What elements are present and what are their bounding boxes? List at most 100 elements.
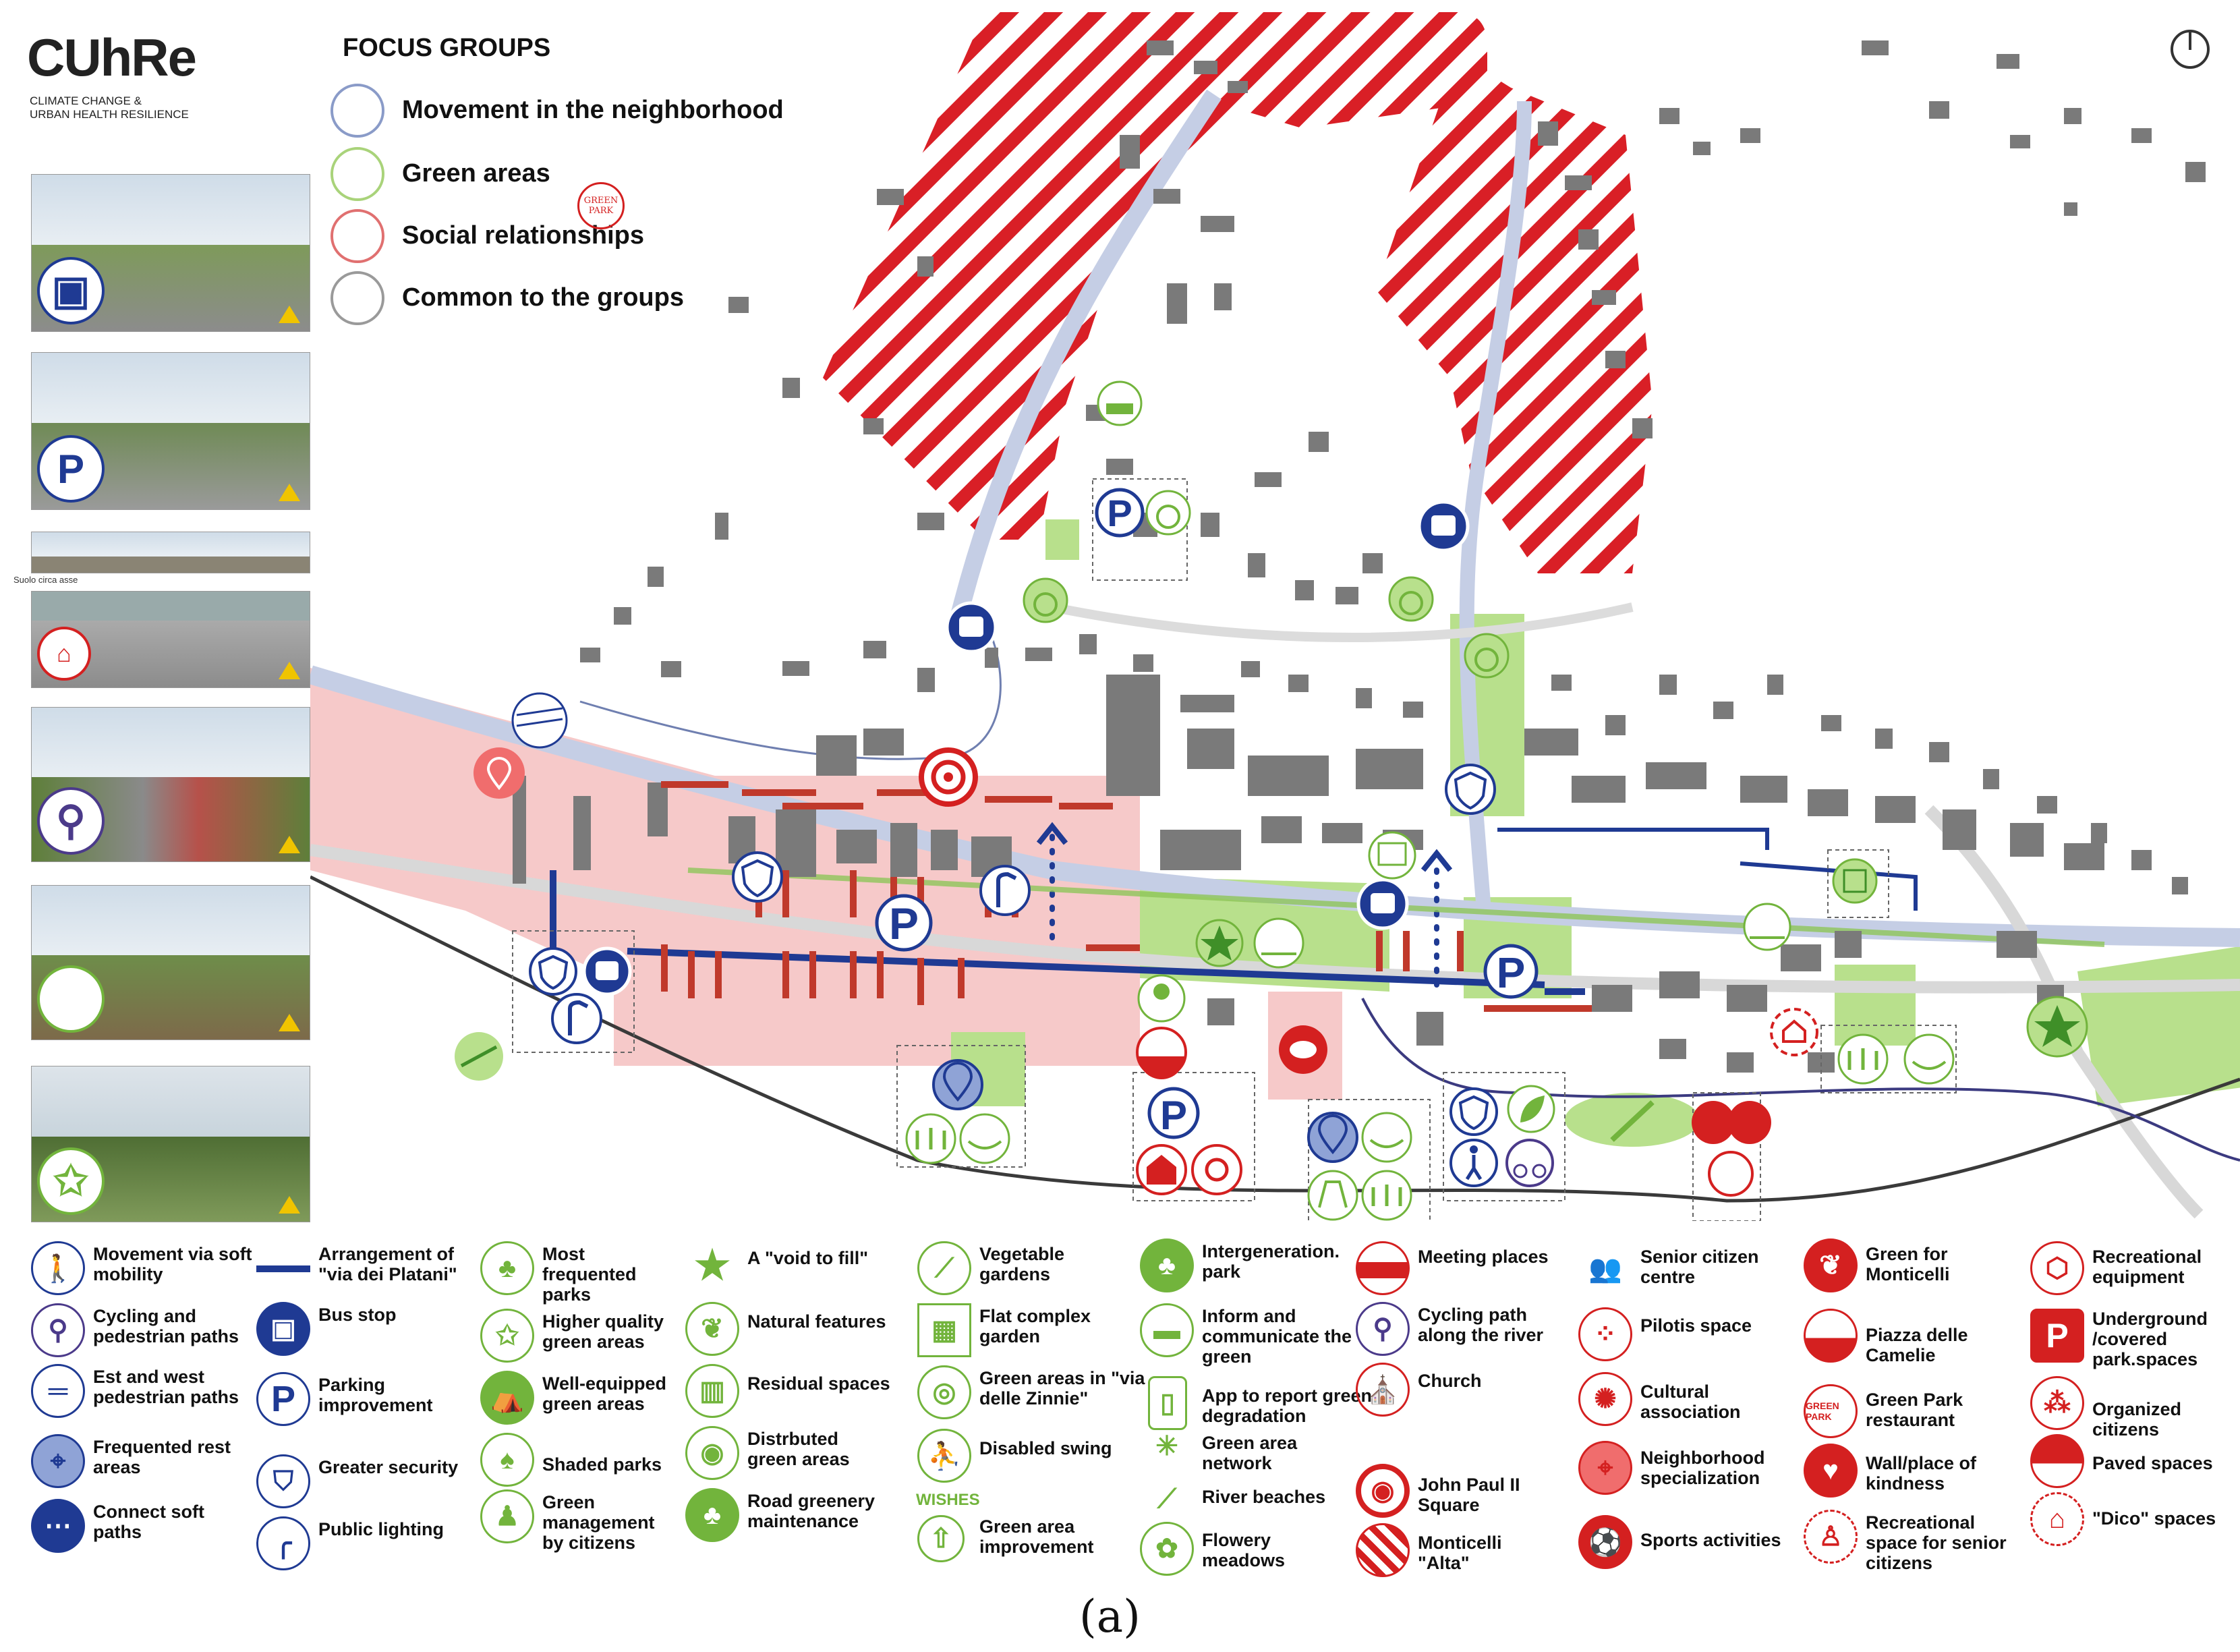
focus-circle-icon [331,209,384,263]
covered-parking-icon: P [2030,1309,2084,1363]
sports-icon[interactable] [1279,1025,1327,1074]
trees-icon[interactable] [1837,1033,1889,1085]
focus-groups-title: FOCUS GROUPS [343,34,551,62]
sprout-target-icon[interactable] [1388,576,1434,622]
parking-icon[interactable]: P [1095,488,1145,538]
culture-icon[interactable] [1191,1144,1242,1195]
shield-icon[interactable] [732,851,783,903]
target-icon[interactable] [919,747,978,807]
leaf-icon: ❦ [685,1302,739,1356]
photo-2-parking-lot[interactable]: P [31,352,310,510]
sprout-target-icon[interactable] [1464,633,1510,679]
river-cycling-path [1361,998,2240,1162]
bus-icon: ▣ [37,257,105,324]
shield-icon[interactable] [1449,1087,1498,1136]
star-icon[interactable] [1195,919,1244,967]
swing-icon: ⛹ [917,1429,971,1483]
photo-6-park[interactable]: ✩ [31,1066,310,1222]
shovel-icon[interactable] [1610,1100,1655,1142]
pedestrian-path-far-east [1740,861,1918,911]
bus-stop-icon[interactable] [1417,500,1470,552]
street-lamp-icon[interactable] [551,993,602,1044]
parking-icon[interactable]: P [1147,1087,1200,1139]
photo-3a-buildings[interactable] [31,532,310,573]
photo-3b-courtyard[interactable]: ⌂ [31,591,310,688]
wishes-label: WISHES [916,1491,980,1509]
family-tree-icon[interactable] [1137,974,1186,1023]
legend-label: Recreational space for senior citizens [1866,1512,2007,1573]
photo-4-cycle-path[interactable]: ⚲ [31,707,310,862]
photo-1-street[interactable]: ▣ [31,174,310,332]
street-lamp-icon[interactable] [979,865,1031,916]
sprout-target-icon: ◎ [917,1365,971,1419]
sprout-target-icon[interactable] [1145,490,1191,536]
meeting-place-icon[interactable] [1136,1027,1187,1079]
kindness-icon: ♥ [1804,1444,1858,1498]
bus-stop-icon[interactable] [582,946,632,996]
parking-icon[interactable]: P [875,894,933,952]
bus-stop-icon[interactable] [1356,878,1409,930]
flowers-icon: ✿ [1140,1522,1194,1576]
arrow-up-icon [1420,849,1453,872]
neighborhood-map[interactable]: P P P P [310,0,2240,1221]
cyclist-icon[interactable] [1505,1139,1554,1187]
cuhre-logo: CUhRe CLIMATE CHANGE & URBAN HEALTH RESI… [27,27,202,121]
stars-park-icon[interactable] [1903,1033,1955,1085]
legend-label: "Dico" spaces [2092,1508,2216,1529]
monticelli-alta-hatched-area-west [823,12,1487,540]
trees-icon[interactable] [905,1113,956,1164]
warning-icon [279,306,300,323]
bus-stop-icon[interactable] [945,601,998,654]
book-garden-icon: ▦ [917,1303,971,1357]
legend-label: John Paul II Square [1418,1475,1520,1515]
parking-rows [661,781,1592,1012]
legend-label: Movement via soft mobility [93,1244,252,1284]
legend-label: Green management by citizens [542,1492,655,1553]
pilotis-icon: ⁘ [1578,1307,1632,1361]
swing-icon[interactable] [1307,1170,1358,1221]
legend-label: Road greenery maintenance [747,1491,875,1531]
focus-group-label: Common to the groups [402,283,684,312]
equipment-icon[interactable] [1832,858,1878,904]
shield-icon[interactable] [529,947,577,996]
parallel-lines-icon: ═ [31,1364,85,1418]
parking-icon[interactable]: P [1483,944,1539,999]
river-cyclist-icon: ⚲ [1356,1302,1410,1356]
beach-icon[interactable] [455,1032,503,1081]
legend-label: Organized citizens [2092,1399,2182,1440]
shield-icon[interactable] [1445,764,1496,815]
church-icon[interactable] [1136,1144,1187,1195]
improve-icon: ⇧ [917,1515,965,1562]
legend-label: Disabled swing [979,1438,1112,1458]
star-icon[interactable] [2026,996,2088,1058]
legend-label: Vegetable gardens [979,1244,1065,1284]
legend-label: Paved spaces [2092,1453,2213,1473]
book-garden-icon[interactable] [1368,831,1416,880]
flowers-icon[interactable] [1743,903,1791,951]
pedestrian-icon[interactable] [1449,1139,1498,1187]
photo-5-playground[interactable]: ♣ [31,885,310,1040]
pedestrian-path-icon[interactable] [511,692,568,749]
citizens-tree-icon: ♟ [480,1489,534,1543]
stars-park-icon[interactable] [1361,1112,1412,1163]
location-red-icon[interactable] [473,747,525,799]
trees-icon[interactable] [1361,1170,1412,1221]
flat-garden-icon[interactable] [1097,380,1143,426]
leaf-icon[interactable] [1507,1085,1555,1133]
parking-icon: P [256,1372,310,1426]
focus-circle-icon [331,147,384,201]
stars-park-icon[interactable] [959,1113,1010,1164]
legend-label: Green for Monticelli [1866,1244,1950,1284]
dico-space-icon[interactable] [1770,1008,1818,1056]
flowers-icon[interactable] [1253,917,1304,969]
residual-icon: ▥ [685,1364,739,1418]
legend-label: Neighborhood specialization [1640,1448,1765,1488]
seniors-icon[interactable] [1692,1101,1771,1197]
shield-icon: ⛉ [256,1454,310,1508]
pedestrian-path-west [579,620,1002,760]
legend-label: Parking improvement [318,1375,433,1415]
location-pin-icon[interactable] [1307,1112,1358,1163]
location-pin-icon[interactable] [932,1059,983,1110]
sprout-target-icon[interactable] [1023,577,1068,623]
cyclist-icon: ⚲ [37,787,105,855]
